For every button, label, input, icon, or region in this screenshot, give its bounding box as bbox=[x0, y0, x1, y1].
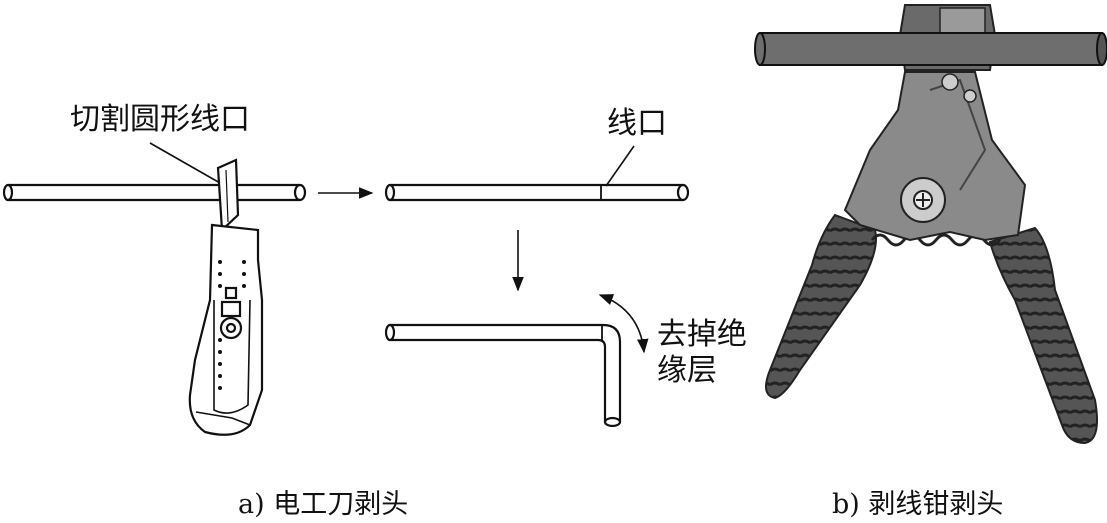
callout-notch-leader bbox=[605, 145, 635, 187]
caption-panel-b: b) 剥线钳剥头 bbox=[832, 489, 1004, 520]
wire-bent bbox=[384, 323, 622, 428]
stripper-wire bbox=[754, 32, 1107, 66]
stripper-handle-right bbox=[988, 226, 1098, 445]
caption-panel-a: a) 电工刀剥头 bbox=[238, 489, 409, 520]
panel-b bbox=[754, 4, 1107, 445]
callout-notch-label: 线口 bbox=[607, 106, 667, 141]
small-screw bbox=[963, 89, 977, 103]
stripper-handle-left bbox=[765, 213, 877, 400]
knife-grip-dots bbox=[218, 260, 246, 390]
wire-straight-notched bbox=[384, 183, 690, 202]
panel-a bbox=[2, 142, 690, 436]
callout-cut-label: 切割圆形线口 bbox=[70, 102, 250, 137]
callout-remove-label-line1: 去掉绝 bbox=[657, 317, 747, 352]
callout-cut-leader bbox=[149, 142, 221, 184]
stripper-body bbox=[843, 71, 1027, 242]
wire-straight-uncut bbox=[2, 183, 307, 202]
small-screw bbox=[941, 73, 959, 91]
arrow-curved-remove bbox=[598, 294, 649, 354]
utility-knife bbox=[188, 158, 264, 436]
callout-remove-label-line2: 缘层 bbox=[657, 353, 717, 388]
